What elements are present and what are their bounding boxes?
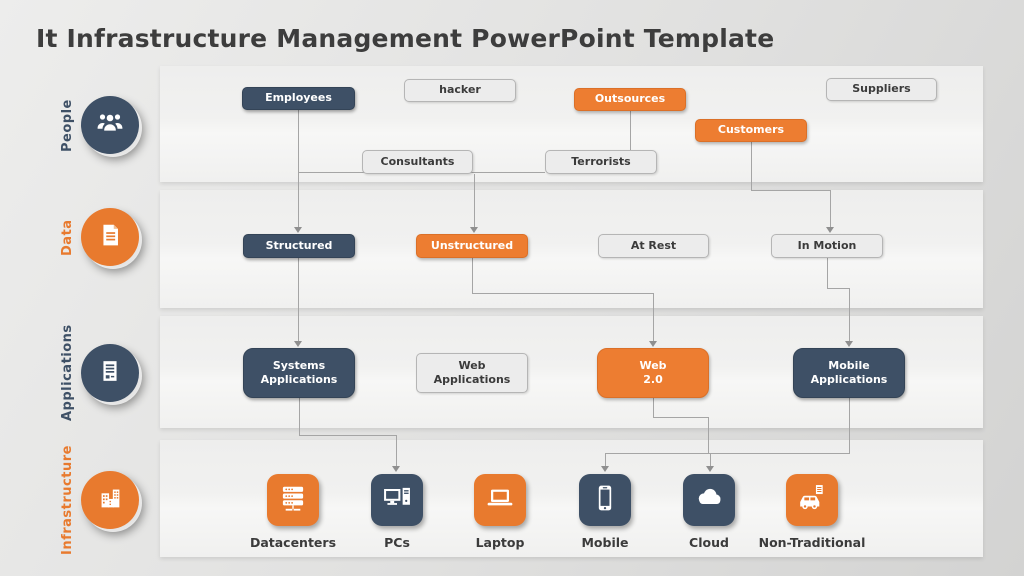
- connector-line: [299, 398, 300, 435]
- tile-datacenters: [267, 474, 319, 526]
- node-terrorists: Terrorists: [545, 150, 657, 174]
- cloud-icon: [691, 480, 727, 520]
- connector-line: [708, 417, 709, 453]
- server-rack-icon: [275, 480, 311, 520]
- connector-line: [298, 110, 299, 172]
- document-icon: [95, 220, 125, 254]
- tile-cloud: [683, 474, 735, 526]
- buildings-icon: [95, 483, 125, 517]
- connector-line: [472, 258, 473, 293]
- tile-laptop: [474, 474, 526, 526]
- connector-line: [605, 453, 606, 466]
- node-mobile-applications: Mobile Applications: [793, 348, 905, 398]
- connector-line: [751, 190, 831, 191]
- node-suppliers: Suppliers: [826, 78, 937, 101]
- node-customers: Customers: [695, 119, 807, 142]
- connector-line: [830, 190, 831, 228]
- car-icon: [794, 480, 830, 520]
- arrowhead: [392, 466, 400, 472]
- node-web-applications: Web Applications: [416, 353, 528, 393]
- row-label-people: People: [60, 99, 75, 153]
- label-datacenters: Datacenters: [249, 535, 337, 550]
- connector-line: [299, 435, 396, 436]
- connector-line: [653, 417, 708, 418]
- node-hacker: hacker: [404, 79, 516, 102]
- desktop-pc-icon: [379, 480, 415, 520]
- node-consultants: Consultants: [362, 150, 473, 174]
- page-title: It Infrastructure Management PowerPoint …: [36, 24, 775, 53]
- node-employees: Employees: [242, 87, 355, 110]
- arrowhead: [649, 341, 657, 347]
- node-structured: Structured: [243, 234, 355, 258]
- connector-line: [396, 435, 397, 466]
- row-label-infrastructure: Infrastructure: [60, 445, 75, 555]
- applications-row-badge: [81, 344, 139, 402]
- arrowhead: [601, 466, 609, 472]
- connector-line: [298, 172, 299, 228]
- data-row-badge: [81, 208, 139, 266]
- connector-line: [849, 398, 850, 453]
- node-unstructured: Unstructured: [416, 234, 528, 258]
- node-at-rest: At Rest: [598, 234, 709, 258]
- connector-line: [751, 142, 752, 190]
- people-row-badge: [81, 96, 139, 154]
- tile-pcs: [371, 474, 423, 526]
- label-pcs: PCs: [384, 535, 410, 550]
- infrastructure-row-badge: [81, 471, 139, 529]
- people-icon: [94, 107, 126, 143]
- node-outsources: Outsources: [574, 88, 686, 111]
- node-systems-applications: Systems Applications: [243, 348, 355, 398]
- arrowhead: [294, 341, 302, 347]
- node-in-motion: In Motion: [771, 234, 883, 258]
- connector-line: [472, 293, 653, 294]
- connector-line: [653, 398, 654, 417]
- label-non-traditional: Non-Traditional: [758, 535, 866, 550]
- label-cloud: Cloud: [689, 535, 729, 550]
- arrowhead: [294, 227, 302, 233]
- row-label-data: Data: [60, 219, 75, 257]
- arrowhead: [470, 227, 478, 233]
- arrowhead: [826, 227, 834, 233]
- applications-icon: [95, 356, 125, 390]
- tile-non-traditional: [786, 474, 838, 526]
- connector-line: [630, 111, 631, 150]
- connector-line: [827, 258, 828, 288]
- connector-line: [710, 453, 711, 466]
- connector-line: [849, 288, 850, 342]
- arrowhead: [706, 466, 714, 472]
- arrowhead: [845, 341, 853, 347]
- node-web-2-0: Web 2.0: [597, 348, 709, 398]
- label-laptop: Laptop: [475, 535, 525, 550]
- connector-line: [298, 258, 299, 342]
- connector-line: [827, 288, 849, 289]
- label-mobile: Mobile: [581, 535, 629, 550]
- connector-line: [605, 453, 850, 454]
- laptop-icon: [482, 480, 518, 520]
- connector-line: [474, 174, 475, 228]
- connector-line: [653, 293, 654, 342]
- row-label-applications: Applications: [60, 324, 75, 422]
- smartphone-icon: [587, 480, 623, 520]
- tile-mobile: [579, 474, 631, 526]
